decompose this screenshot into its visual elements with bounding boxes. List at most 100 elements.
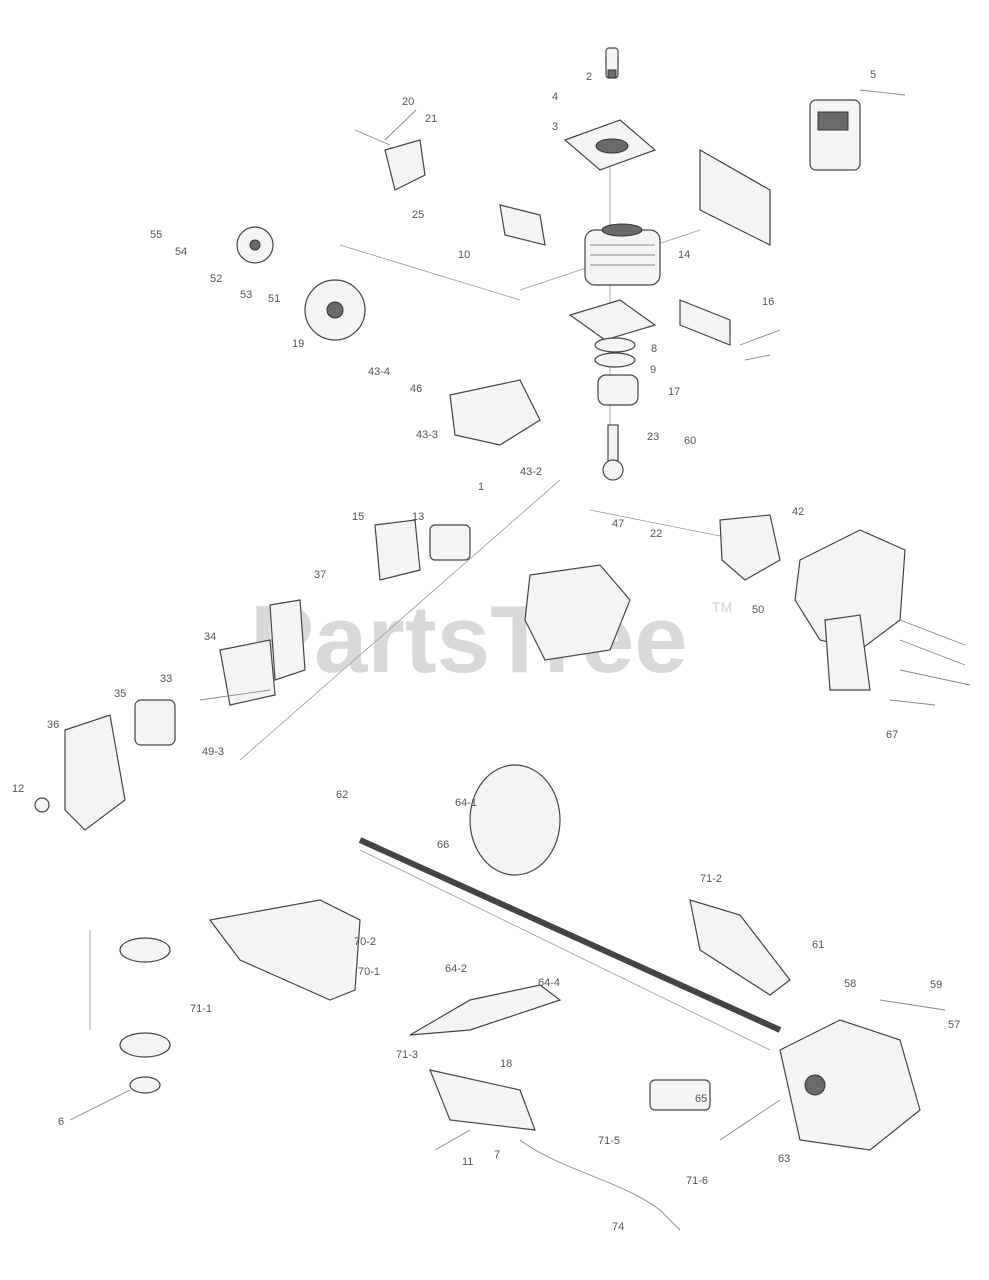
- leader-lines: [69, 89, 971, 1151]
- shaft-sleeve: [649, 1079, 711, 1111]
- part-label: 74: [612, 1221, 624, 1233]
- air-filter-cover: [64, 714, 126, 831]
- guard-shield: [208, 899, 361, 1001]
- piston-rings: [594, 337, 636, 368]
- fuel-tank: [524, 564, 631, 661]
- part-label: 42: [792, 506, 804, 518]
- crankcase-half: [449, 379, 541, 446]
- part-label: 71-2: [700, 873, 722, 885]
- part-label: 63: [778, 1153, 790, 1165]
- part-label: 49-3: [202, 746, 224, 758]
- part-label: 51: [268, 293, 280, 305]
- part-label: 3: [552, 121, 558, 133]
- part-label: 23: [647, 431, 659, 443]
- part-label: 71-3: [396, 1049, 418, 1061]
- part-label: 15: [352, 511, 364, 523]
- gasket-plate: [568, 299, 657, 341]
- part-label: 33: [160, 673, 172, 685]
- part-label: 58: [844, 978, 856, 990]
- cylinder-gasket: [563, 119, 657, 171]
- part-label: 7: [494, 1149, 500, 1161]
- piston: [597, 374, 639, 406]
- drive-shaft: [358, 837, 782, 1033]
- throttle-trigger-bracket: [689, 899, 791, 996]
- carburetor: [429, 524, 471, 561]
- part-label: 52: [210, 273, 222, 285]
- part-label: 70-2: [354, 936, 376, 948]
- part-label: 36: [47, 719, 59, 731]
- part-label: 6: [58, 1116, 64, 1128]
- part-label: 71-6: [686, 1175, 708, 1187]
- part-label: 64-1: [455, 797, 477, 809]
- part-label: 55: [150, 229, 162, 241]
- reed-block: [679, 299, 731, 346]
- part-label: 59: [930, 979, 942, 991]
- part-label: 10: [458, 249, 470, 261]
- part-label: 14: [678, 249, 690, 261]
- part-label: 67: [886, 729, 898, 741]
- part-label: 34: [204, 631, 216, 643]
- part-label: 50: [752, 604, 764, 616]
- part-label: 65: [695, 1093, 707, 1105]
- watermark-trademark: TM: [712, 599, 732, 615]
- part-label: 43-2: [520, 466, 542, 478]
- part-label: 43-4: [368, 366, 390, 378]
- ignition-coil: [384, 139, 426, 191]
- flywheel: [304, 279, 366, 341]
- part-label: 70-1: [358, 966, 380, 978]
- crankcase-right: [719, 514, 781, 581]
- air-filter-base: [374, 519, 421, 581]
- part-label: 25: [412, 209, 424, 221]
- part-label: 43-3: [416, 429, 438, 441]
- spark-plug: [605, 47, 619, 79]
- part-label: 53: [240, 289, 252, 301]
- throttle-cable: [519, 1139, 681, 1231]
- engine-shroud: [794, 529, 906, 651]
- part-label: 61: [812, 939, 824, 951]
- part-labels: 2 4 3 5 20 21 25 10 14 55 54 52 53 51 19…: [12, 69, 960, 1233]
- trimmer-head: [119, 937, 171, 1094]
- part-label: 2: [586, 71, 592, 83]
- part-label: 5: [870, 69, 876, 81]
- air-filter-housing: [219, 599, 306, 706]
- part-label: 4: [552, 91, 558, 103]
- part-label: 20: [402, 96, 414, 108]
- part-label: 22: [650, 528, 662, 540]
- throttle-grip: [429, 1069, 536, 1131]
- part-label: 9: [650, 364, 656, 376]
- part-label: 64-2: [445, 963, 467, 975]
- gearhead: [779, 1019, 921, 1151]
- intake-block: [499, 204, 546, 246]
- part-label: 60: [684, 435, 696, 447]
- part-label: 71-5: [598, 1135, 620, 1147]
- connecting-rod: [602, 424, 624, 481]
- part-label: 37: [314, 569, 326, 581]
- loop-handle: [469, 764, 561, 876]
- part-label: 12: [12, 783, 24, 795]
- cylinder: [584, 223, 661, 286]
- handle-bar: [409, 984, 562, 1036]
- part-label: 64-4: [538, 977, 560, 989]
- part-label: 13: [412, 511, 424, 523]
- part-label: 18: [500, 1058, 512, 1070]
- muffler-bracket: [699, 148, 771, 246]
- air-filter-element: [134, 699, 176, 746]
- part-label: 46: [410, 383, 422, 395]
- part-label: 54: [175, 246, 187, 258]
- part-label: 35: [114, 688, 126, 700]
- part-label: 1: [478, 481, 484, 493]
- part-label: 57: [948, 1019, 960, 1031]
- part-label: 17: [668, 386, 680, 398]
- part-label: 19: [292, 338, 304, 350]
- part-label: 16: [762, 296, 774, 308]
- muffler: [809, 99, 861, 171]
- part-label: 66: [437, 839, 449, 851]
- cover-knob: [34, 797, 50, 813]
- part-label: 8: [651, 343, 657, 355]
- part-label: 62: [336, 789, 348, 801]
- part-label: 21: [425, 113, 437, 125]
- part-label: 71-1: [190, 1003, 212, 1015]
- part-label: 11: [462, 1156, 473, 1168]
- part-label: 47: [612, 518, 624, 530]
